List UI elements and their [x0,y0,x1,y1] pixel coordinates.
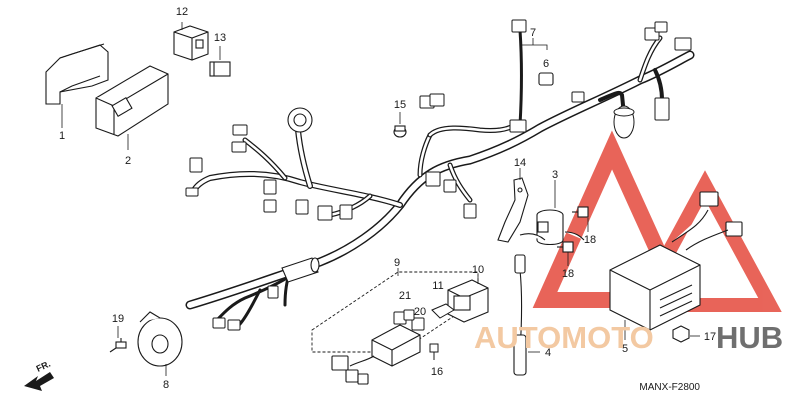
label-part-12: 12 [176,6,188,18]
part-20-connector [411,317,425,331]
label-part-3: 3 [552,169,558,181]
part-14-bracket [497,177,529,243]
watermark-brand-part2: HUB [716,320,783,355]
label-part-18-lower: 18 [562,268,574,280]
label-part-6: 6 [543,58,549,70]
label-part-4: 4 [545,347,551,359]
part-12-relay [173,25,209,61]
label-part-5: 5 [622,343,628,355]
part-17-nut [672,325,690,343]
part-2-control-unit [95,65,169,137]
part-5-regulator [609,191,743,331]
part-9-switch [331,324,421,385]
front-direction-label: FR. [35,359,52,374]
part-11-gasket [431,303,455,319]
label-part-1: 1 [59,130,65,142]
part-8-horn [137,311,183,367]
label-part-10: 10 [472,264,484,276]
label-part-8: 8 [163,379,169,391]
part-4-plug-wire [513,254,527,376]
part-1-bracket [45,43,109,105]
part-18-bolts [557,206,589,253]
label-part-16: 16 [431,366,443,378]
label-part-20: 20 [414,306,426,318]
label-part-7: 7 [530,27,536,39]
label-part-9: 9 [394,257,400,269]
label-part-18-upper: 18 [584,234,596,246]
label-part-19: 19 [112,313,124,325]
part-16-screw [429,343,439,360]
harness-connectors [185,19,692,331]
part-21-connector [393,309,415,325]
label-part-21: 21 [399,290,411,302]
label-part-13: 13 [214,32,226,44]
part-13-connector [209,61,231,77]
label-part-2: 2 [125,155,131,167]
label-part-15: 15 [394,99,406,111]
part-19-bolt [109,338,127,353]
part-15-grommet [393,125,407,138]
part-6-clip [538,72,554,86]
label-part-11: 11 [432,280,443,292]
diagram-reference-code: MANX-F2800 [639,382,700,393]
headlight-socket [287,107,313,133]
label-part-14: 14 [514,157,526,169]
harness-sleeve [281,257,320,283]
label-part-17: 17 [704,331,716,343]
part-10-cover [447,279,489,323]
front-direction-arrow-icon [24,372,54,391]
watermark-brand-part1: AUTOMOTO [474,320,654,355]
part-3-ignition-coil [519,209,585,246]
